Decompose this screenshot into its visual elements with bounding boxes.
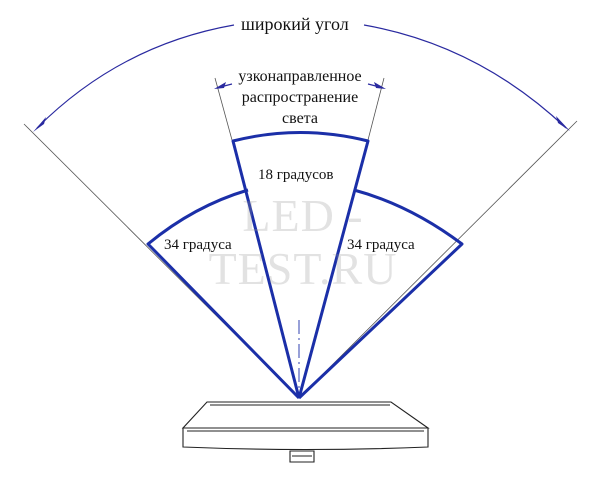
lamp-fixture xyxy=(181,401,430,463)
narrow-arrow-right xyxy=(374,82,386,89)
beam-center-sector xyxy=(231,131,370,399)
left-angle-label: 34 градуса xyxy=(164,237,232,253)
beam-sectors xyxy=(146,131,464,400)
wide-angle-arrow-left xyxy=(33,117,46,132)
narrow-spread-line-2: распространение xyxy=(241,89,359,106)
center-angle-label: 18 градусов xyxy=(258,167,334,183)
beam-left-sector xyxy=(146,188,301,400)
wide-angle-dimension xyxy=(36,24,567,129)
narrow-arrow-left xyxy=(214,82,226,89)
wide-angle-arc-right xyxy=(363,24,567,129)
wide-angle-right-extension xyxy=(298,120,578,399)
wide-angle-label: широкий угол xyxy=(241,14,349,34)
beam-right-sector xyxy=(297,188,464,400)
narrow-spread-line-3: света xyxy=(282,110,318,127)
narrow-spread-line-1: узконаправленное xyxy=(238,68,362,85)
wide-angle-arc-left xyxy=(36,24,235,129)
right-angle-label: 34 градуса xyxy=(347,237,415,253)
narrow-spread-label: узконаправленное распространение света xyxy=(212,66,388,129)
lamp-top-surface xyxy=(181,401,430,429)
lamp-front-face xyxy=(182,427,429,451)
wide-angle-arrow-right xyxy=(556,116,570,131)
watermark: LED - TEST.RU xyxy=(208,190,398,294)
